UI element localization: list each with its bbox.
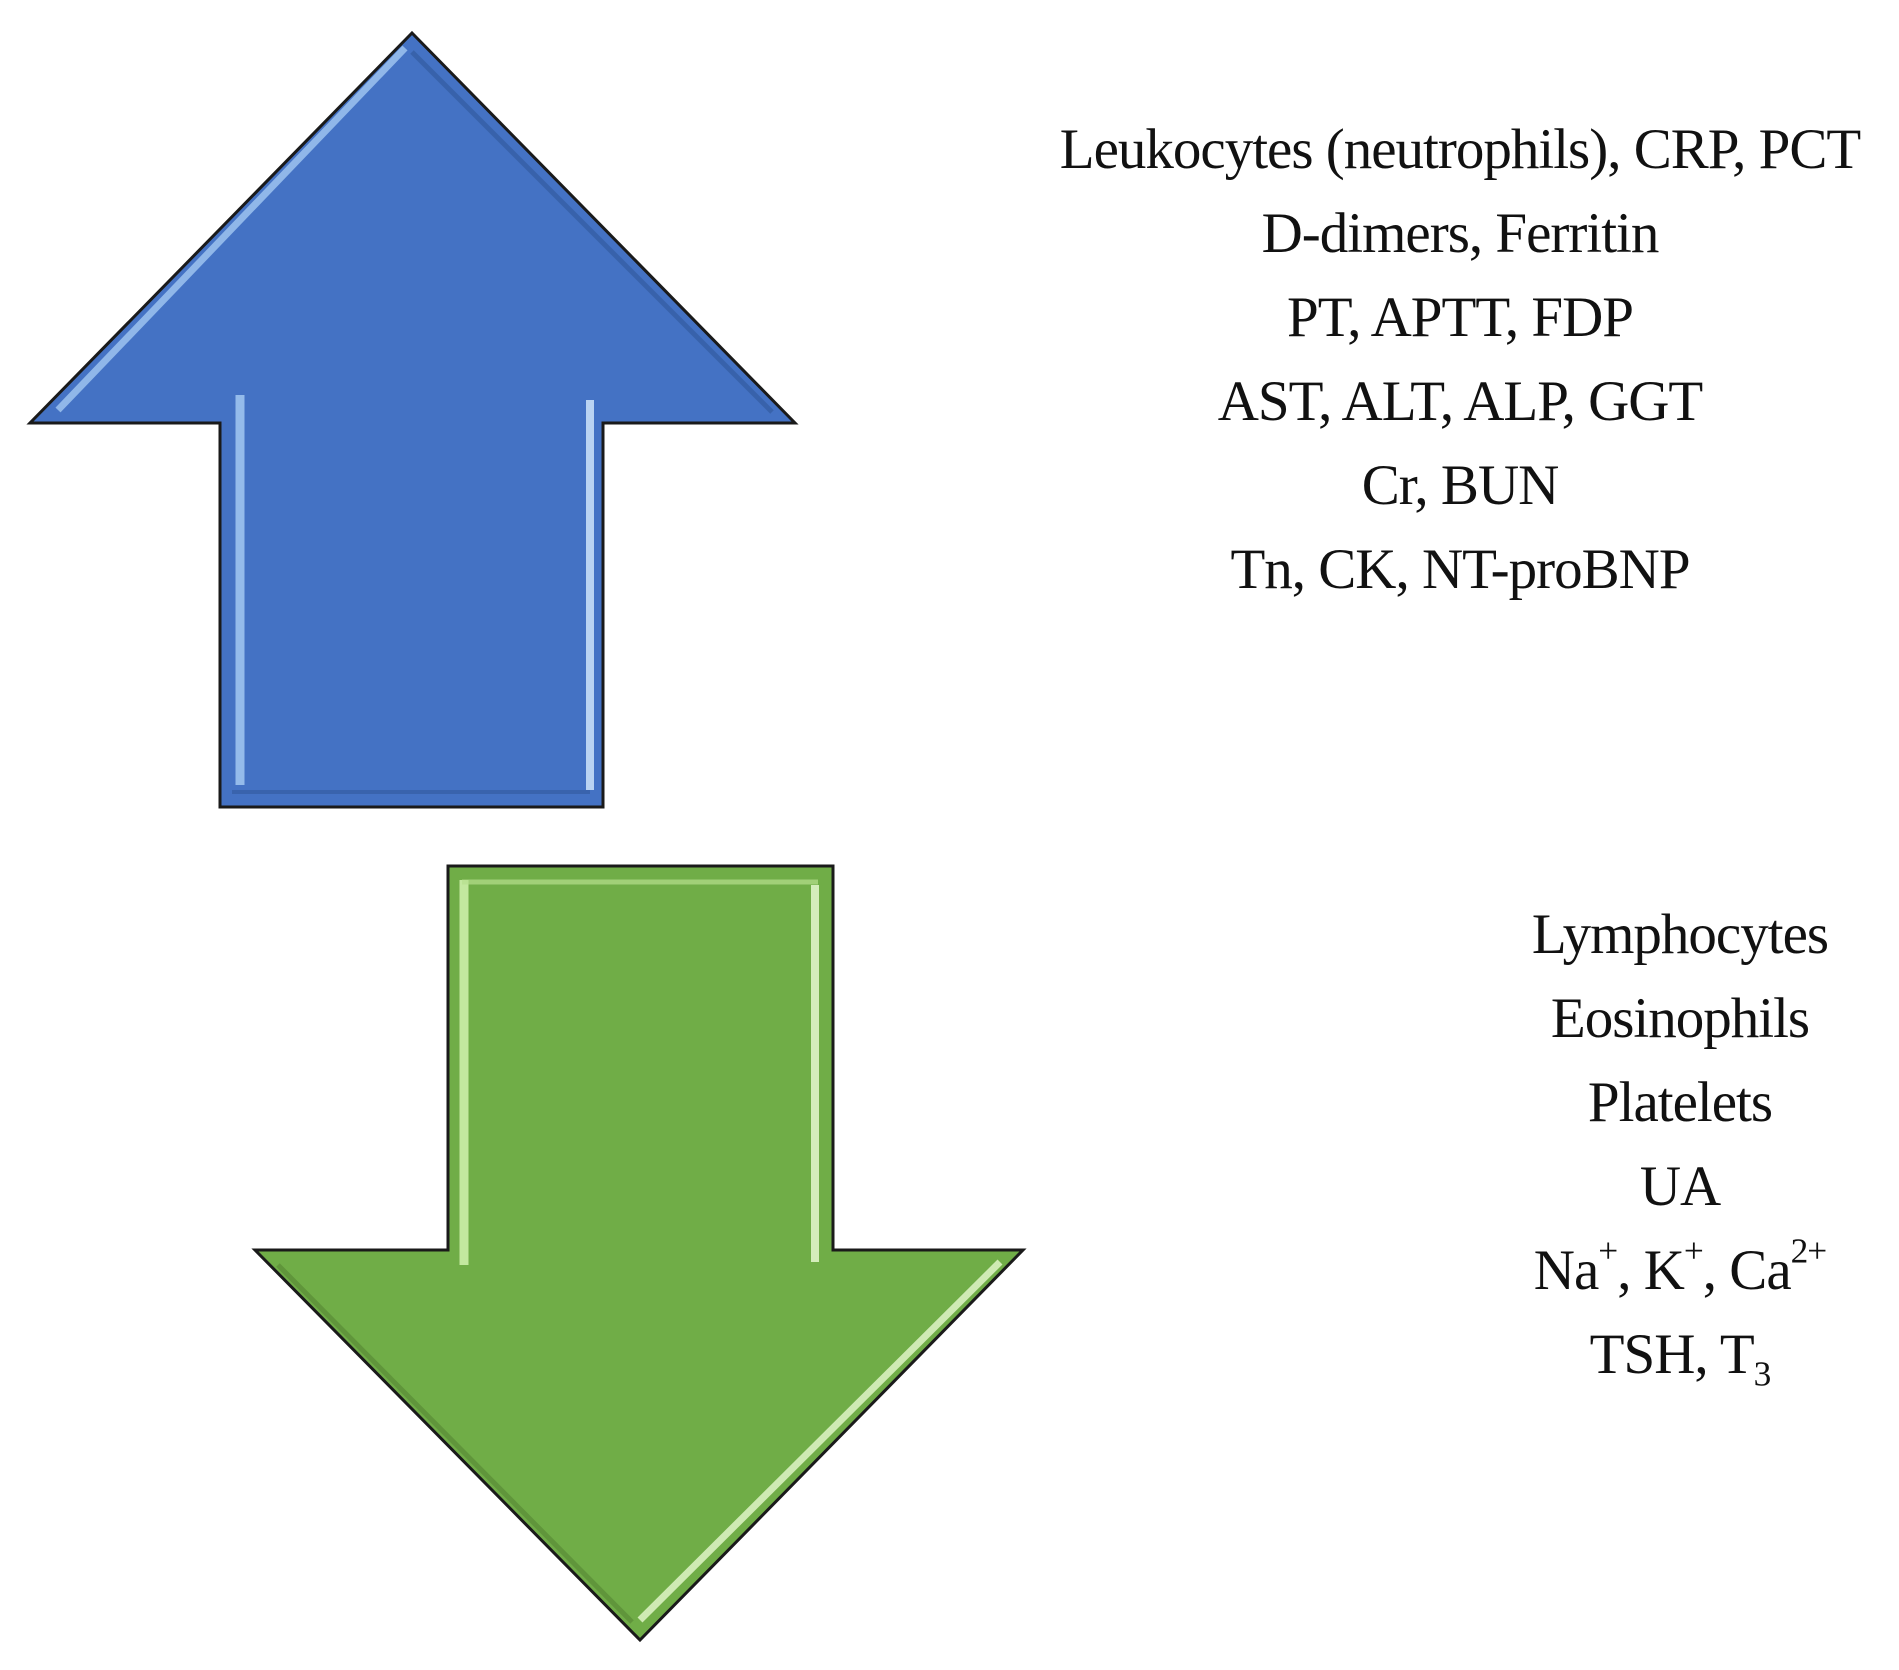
- tsh-label: TSH,: [1589, 1323, 1720, 1386]
- t3-subscript: 3: [1753, 1354, 1772, 1394]
- sodium-charge: +: [1598, 1231, 1618, 1271]
- calcium-charge: 2+: [1790, 1231, 1828, 1271]
- increased-item: PT, APTT, FDP: [1287, 286, 1634, 349]
- separator: ,: [1702, 1239, 1730, 1302]
- decreased-item-eosinophils: Eosinophils: [1550, 987, 1810, 1050]
- decreased-item-platelets: Platelets: [1587, 1071, 1773, 1134]
- potassium-charge: +: [1683, 1231, 1704, 1271]
- increased-item: Cr, BUN: [1361, 454, 1560, 517]
- increased-item: Leukocytes (neutrophils), CRP, PCT: [1059, 118, 1861, 181]
- increased-item: D-dimers, Ferritin: [1261, 202, 1660, 265]
- increased-item: Tn, CK, NT-proBNP: [1230, 538, 1690, 601]
- potassium-label: K: [1643, 1239, 1685, 1302]
- separator: ,: [1617, 1239, 1644, 1302]
- decreased-item-electrolytes: Na+, K+, Ca2+: [1480, 1229, 1880, 1313]
- sodium-label: Na: [1533, 1239, 1599, 1302]
- increased-markers-list: Leukocytes (neutrophils), CRP, PCT D-dim…: [1040, 108, 1880, 612]
- decreased-markers-list: Lymphocytes Eosinophils Platelets UA Na+…: [1480, 893, 1880, 1397]
- increased-item: AST, ALT, ALP, GGT: [1217, 370, 1704, 433]
- decreased-item-lymphocytes: Lymphocytes: [1531, 903, 1829, 966]
- decreased-item-thyroid: TSH, T3: [1480, 1313, 1880, 1397]
- calcium-label: Ca: [1729, 1239, 1791, 1302]
- down-arrow-icon: [251, 864, 1027, 1643]
- up-arrow-icon: [26, 30, 799, 809]
- decreased-item-ua: UA: [1639, 1155, 1721, 1218]
- t3-label: T: [1719, 1323, 1755, 1386]
